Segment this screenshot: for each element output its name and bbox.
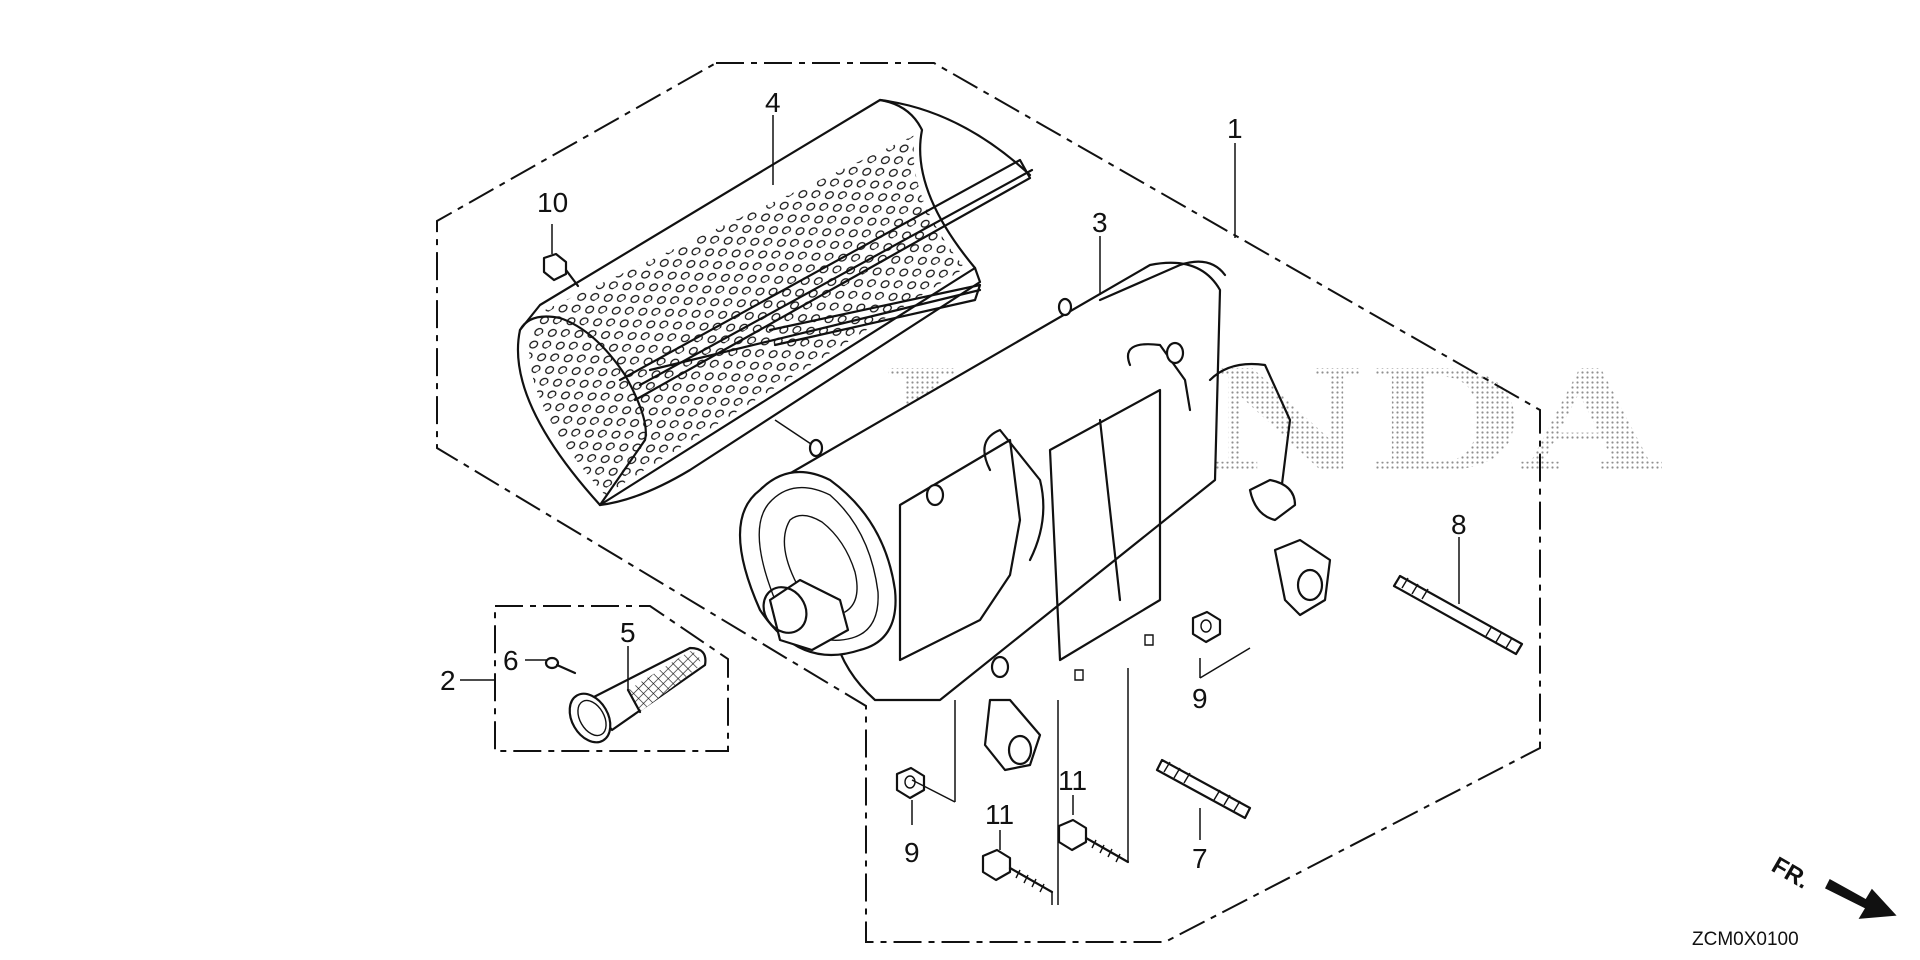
flange-bolt-11-upper [1057,818,1130,864]
flange-nut-9-left [895,766,926,800]
callout-11-lower: 11 [985,799,1014,830]
front-direction-arrow: FR. [1767,852,1897,919]
stud-bolt-8 [1392,574,1524,656]
callout-9-left: 9 [904,837,920,868]
callout-10: 10 [537,187,568,218]
callout-3: 3 [1092,207,1108,238]
direction-label: FR. [1767,852,1814,895]
callout-labels: 1 2 3 4 5 6 7 8 9 9 10 11 11 [440,87,1467,874]
callout-9-right: 9 [1192,683,1208,714]
drawing-code: ZCM0X0100 [1692,929,1799,950]
callout-8: 8 [1451,509,1467,540]
stud-bolt-7 [1155,758,1252,820]
flange-nut-9-right [1191,610,1222,644]
screw [544,656,577,675]
callout-4: 4 [765,87,781,118]
leader-lines [460,115,1460,905]
callout-5: 5 [620,617,636,648]
assembly-outline-dashed [436,62,1541,943]
spark-arrester [568,646,707,744]
kit-outline-dashed [494,605,729,752]
callout-6: 6 [503,645,519,676]
callout-7: 7 [1192,843,1208,874]
callout-1: 1 [1227,113,1243,144]
callout-11-upper: 11 [1058,765,1087,796]
protector-heat-shield [516,98,1034,507]
callout-2: 2 [440,665,456,696]
flange-bolt-11-lower [981,848,1054,894]
muffler-body [738,260,1332,772]
flange-bolt-10 [542,252,580,288]
